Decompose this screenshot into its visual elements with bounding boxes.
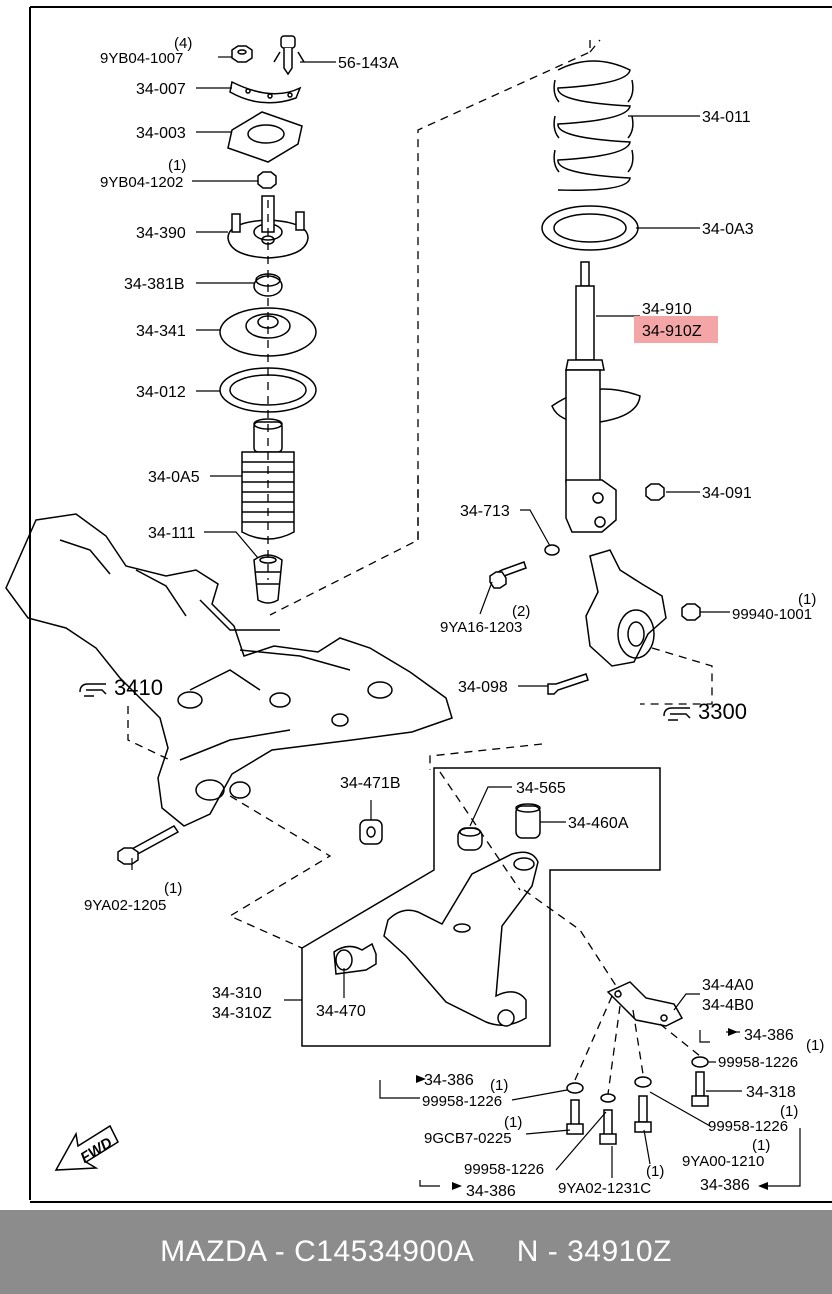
bushing-34-460a-drawing — [515, 803, 541, 839]
bolt-9ya02-1231c-drawing — [599, 1109, 617, 1145]
ref-3410: 3410 — [79, 675, 163, 700]
label-9ya02-1205: 9YA02-1205 — [84, 897, 166, 914]
leader-lines — [131, 56, 801, 1190]
bolt-9ya02-1205-drawing — [117, 825, 180, 865]
label-34-4a0: 34-4A0 — [702, 977, 754, 994]
label-34-386-a: 34-386 — [744, 1027, 794, 1044]
bushing-34-471b-drawing — [359, 819, 383, 845]
label-9yb04-1007-qty: (4) — [174, 35, 192, 52]
label-34-318: 34-318 — [746, 1084, 796, 1101]
label-99958-1226-d-qty: (1) — [780, 1103, 798, 1120]
bushing-34-565-drawing — [457, 827, 483, 851]
label-34-091: 34-091 — [702, 485, 752, 502]
label-ref-3410: 3410 — [114, 675, 163, 700]
label-34-471b: 34-471B — [340, 775, 401, 792]
label-34-111: 34-111 — [148, 525, 196, 542]
nut-99940-1001-drawing — [681, 603, 701, 621]
nut-34-091-drawing — [645, 483, 665, 501]
knuckle-drawing — [585, 549, 667, 667]
hand-pointer-icon — [663, 707, 691, 721]
label-99958-1226-a-qty: (1) — [806, 1037, 824, 1054]
label-34-4b0: 34-4B0 — [702, 997, 754, 1014]
label-34-390: 34-390 — [136, 225, 186, 242]
washer-34-713-drawing — [544, 544, 560, 556]
label-9ya00-1210-qty: (1) — [752, 1137, 770, 1154]
label-9yb04-1007: 9YB04-1007 — [100, 50, 183, 67]
seat-34-0a3-drawing — [541, 205, 639, 251]
label-9yb04-1202: 9YB04-1202 — [100, 174, 183, 191]
label-34-003: 34-003 — [136, 125, 186, 142]
label-9yb04-1202-qty: (1) — [168, 157, 186, 174]
parts-diagram: (4) 9YB04-1007 56-143A 34-007 34-003 (1)… — [5, 6, 832, 1203]
label-34-470: 34-470 — [316, 1003, 366, 1020]
label-34-012: 34-012 — [136, 384, 186, 401]
label-9ya16-1203-qty: (2) — [512, 603, 530, 620]
nut-9yb04-1202-drawing — [257, 171, 277, 189]
washer-99958-1226-c-drawing — [600, 1093, 616, 1103]
nut-9yb04-1007-drawing — [231, 45, 253, 63]
label-34-310z: 34-310Z — [212, 1005, 272, 1022]
lower-arm-34-310-drawing — [383, 851, 539, 1027]
label-ref-3300: 3300 — [698, 699, 747, 724]
label-99940-1001-qty: (1) — [798, 591, 816, 608]
label-99958-1226-a: 99958-1226 — [718, 1054, 798, 1071]
label-34-386-c: 34-386 — [466, 1183, 516, 1200]
label-9ya00-1210: 9YA00-1210 — [682, 1153, 764, 1170]
label-34-386-d: 34-386 — [700, 1177, 750, 1194]
label-34-098: 34-098 — [458, 679, 508, 696]
bolt-9gcb7-0225-drawing — [566, 1099, 584, 1135]
highlight-34-910z — [634, 316, 718, 343]
washer-99958-1226-d-drawing — [634, 1076, 652, 1088]
label-9gcb7-0225-qty: (1) — [504, 1114, 522, 1131]
bolt-34-098-drawing — [547, 673, 589, 695]
boot-34-0a5-drawing — [241, 418, 295, 540]
label-99958-1226-c: 99958-1226 — [464, 1161, 544, 1178]
fwd-arrow-icon — [54, 1124, 119, 1171]
bushing-34-470-drawing — [333, 942, 377, 975]
label-34-565: 34-565 — [516, 780, 566, 797]
inset-frame — [301, 767, 661, 1047]
clip-56-143a-drawing — [273, 35, 305, 76]
label-34-341: 34-341 — [136, 323, 186, 340]
label-34-460a: 34-460A — [568, 815, 629, 832]
label-34-713: 34-713 — [460, 503, 510, 520]
ref-3300: 3300 — [663, 699, 747, 724]
footer-caption: MAZDA - C14534900A N - 34910Z — [160, 1235, 672, 1268]
label-34-310: 34-310 — [212, 985, 262, 1002]
coil-spring-34-011-drawing — [553, 60, 634, 191]
label-9ya02-1231c: 9YA02-1231C — [558, 1180, 651, 1197]
footer-bar: MAZDA - C14534900A N - 34910Z — [0, 1210, 832, 1294]
fwd-arrow: FWD — [54, 1124, 119, 1171]
label-34-0a3: 34-0A3 — [702, 221, 754, 238]
plate-34-007-drawing — [229, 80, 302, 104]
plate-34-003-drawing — [227, 111, 303, 163]
label-9gcb7-0225: 9GCB7-0225 — [424, 1130, 512, 1147]
label-9ya02-1231c-qty: (1) — [646, 1163, 664, 1180]
subframe-drawing — [5, 513, 453, 827]
label-34-0a5: 34-0A5 — [148, 469, 200, 486]
bolt-9ya16-1203-drawing — [489, 561, 527, 589]
label-56-143a: 56-143A — [338, 55, 399, 72]
label-34-386-b: 34-386 — [424, 1072, 474, 1089]
label-34-011: 34-011 — [702, 109, 751, 126]
label-9ya02-1205-qty: (1) — [164, 880, 182, 897]
label-99958-1226-b: 99958-1226 — [422, 1093, 502, 1110]
label-9ya16-1203: 9YA16-1203 — [440, 619, 522, 636]
label-34-007: 34-007 — [136, 81, 186, 98]
washer-99958-1226-b-drawing — [566, 1082, 584, 1094]
label-99958-1226-b-qty: (1) — [490, 1077, 508, 1094]
washer-99958-1226-a-drawing — [691, 1056, 709, 1068]
label-34-910: 34-910 — [642, 301, 692, 318]
label-34-381b: 34-381B — [124, 276, 185, 293]
bolt-34-318-drawing — [691, 1071, 709, 1107]
label-99940-1001: 99940-1001 — [732, 606, 812, 623]
bracket-34-4a0-drawing — [606, 981, 684, 1027]
label-99958-1226-d: 99958-1226 — [708, 1118, 788, 1135]
assembly-lines — [127, 39, 713, 1095]
hand-pointer-icon — [79, 683, 107, 697]
bolt-9ya00-1210-drawing — [634, 1095, 652, 1133]
label-34-910z: 34-910Z — [642, 323, 702, 340]
strut-34-910-drawing — [551, 261, 641, 533]
